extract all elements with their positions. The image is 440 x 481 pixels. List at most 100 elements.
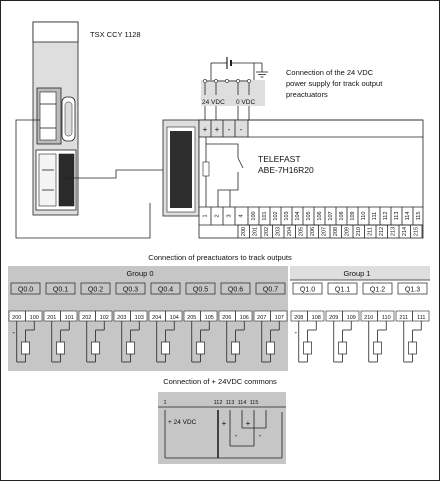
telefast-terminal-label: 211	[368, 227, 374, 236]
terminal-label: 109	[347, 315, 356, 321]
power-24vdc-label: 24 VDC	[202, 99, 225, 106]
terminal-label: 210	[364, 315, 373, 321]
telefast-terminal-label: 213	[391, 227, 397, 236]
terminal-label: 101	[65, 315, 74, 321]
telefast-sign: +	[203, 125, 208, 134]
telefast-terminal-label: 103	[284, 211, 290, 220]
telefast-terminal-label: 3	[226, 214, 232, 217]
telefast-terminal-label: 200	[241, 227, 247, 236]
minus-sign: -	[12, 328, 15, 337]
terminal-label: 104	[170, 315, 179, 321]
cable-lower	[66, 169, 170, 179]
plc-module	[32, 21, 79, 216]
output-label: Q1.0	[300, 287, 315, 294]
telefast-terminal-label: 206	[310, 227, 316, 236]
terminal-label: 201	[47, 315, 56, 321]
terminal-label: 204	[152, 315, 161, 321]
output-label: Q0.3	[123, 287, 138, 294]
output-label: Q0.2	[88, 287, 103, 294]
channel-q0-1: Q0.1 201 101	[43, 282, 78, 363]
telefast-name-line-1: TELEFAST	[258, 154, 301, 164]
telefast-terminal-label: 205	[299, 227, 305, 236]
terminal-label: 208	[294, 315, 303, 321]
telefast-terminal-label: 111	[372, 212, 378, 220]
minus-sign: -	[294, 328, 297, 337]
telefast-terminal-label: 113	[394, 212, 400, 221]
terminal-label: 202	[82, 315, 91, 321]
telefast-terminal-label: 104	[295, 211, 301, 220]
channel-q1-0: Q1.0 208 108 -	[290, 282, 325, 363]
commons-sign: +	[246, 419, 251, 428]
telefast-terminal-label: 201	[253, 227, 259, 236]
group1-label: Group 1	[343, 269, 370, 278]
channel-q0-2: Q0.2 202 102	[78, 282, 113, 363]
terminal-label: 103	[135, 315, 144, 321]
commons-sign: -	[235, 431, 238, 440]
terminal-label: 207	[257, 315, 266, 321]
commons-signs: +-+-	[222, 419, 262, 440]
terminal-label: 211	[399, 315, 408, 321]
telefast-sign: +	[215, 125, 220, 134]
commons-sign: -	[259, 431, 262, 440]
output-label: Q1.2	[370, 287, 385, 294]
commons-terminal-label: 115	[250, 400, 259, 406]
terminal-label: 100	[30, 315, 39, 321]
telefast-terminal-label: 106	[317, 211, 323, 220]
telefast-terminal-label: 202	[264, 227, 270, 236]
telefast-terminal-label: 105	[306, 211, 312, 220]
output-label: Q0.6	[228, 287, 243, 294]
terminal-label: 206	[222, 315, 231, 321]
telefast-terminal-label: 107	[328, 211, 334, 220]
terminal-label: 108	[312, 315, 321, 321]
telefast-terminal-label: 207	[322, 227, 328, 236]
output-label: Q0.1	[53, 287, 68, 294]
commons-diagram	[158, 392, 286, 464]
output-label: Q1.1	[335, 287, 350, 294]
terminal-label: 107	[275, 315, 284, 321]
telefast-terminal-label: 210	[356, 227, 362, 236]
terminal-label: 203	[117, 315, 126, 321]
terminal-label: 106	[240, 315, 249, 321]
output-label: Q0.5	[193, 287, 208, 294]
telefast-terminal-label: 212	[379, 227, 385, 236]
channel-q1-1: Q1.1 209 109	[325, 282, 360, 363]
commons-terminal-label: 114	[238, 400, 247, 406]
channel-q0-3: Q0.3 203 103	[113, 282, 148, 363]
telefast-sign: -	[240, 125, 243, 134]
cable-upper	[15, 119, 151, 239]
telefast-terminal-label: 215	[414, 227, 420, 236]
commons-terminal-label: 112	[214, 400, 223, 406]
commons-supply-label: + 24 VDC	[168, 419, 197, 426]
preactuators-title: Connection of preactuators to track outp…	[148, 253, 292, 262]
channel-q1-3: Q1.3 211 111	[395, 282, 430, 363]
terminal-label: 102	[100, 315, 109, 321]
power-caption-line-3: preactuators	[286, 90, 328, 99]
telefast-name-line-2: ABE-7H16R20	[258, 165, 314, 175]
terminal-label: 209	[329, 315, 338, 321]
module-name: TSX CCY 1128	[90, 30, 141, 39]
terminal-label: 111	[417, 315, 425, 321]
group1-area	[290, 266, 430, 280]
output-label: Q1.3	[405, 287, 420, 294]
terminal-label: 205	[187, 315, 196, 321]
telefast-terminal-label: 2	[214, 214, 220, 217]
telefast-terminal-label: 203	[276, 227, 282, 236]
commons-terminal-label: 113	[226, 400, 235, 406]
channel-q0-6: Q0.6 206 106	[218, 282, 253, 363]
commons-terminal-label: 1	[163, 400, 166, 406]
telefast-terminal-label: 102	[273, 211, 279, 220]
telefast-terminal-label: 1	[202, 214, 208, 217]
telefast-terminal-label: 115	[416, 212, 422, 221]
output-label: Q0.4	[158, 287, 173, 294]
telefast-terminal-label: 110	[361, 212, 367, 221]
telefast-terminal-label: 214	[402, 227, 408, 236]
